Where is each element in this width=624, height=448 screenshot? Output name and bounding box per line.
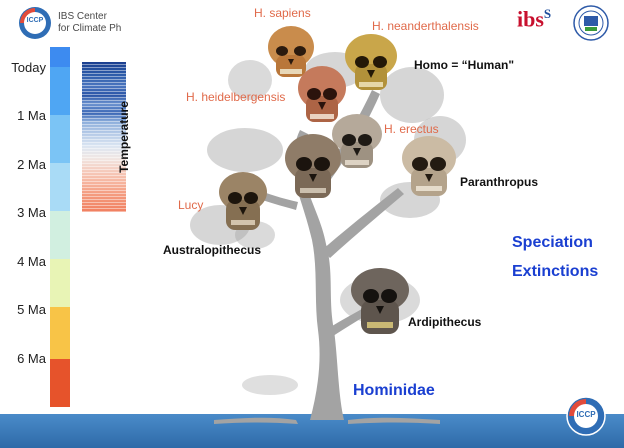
time-label-2ma: 2 Ma <box>17 157 46 172</box>
time-label-1ma: 1 Ma <box>17 108 46 123</box>
timeline-band-7 <box>50 359 70 407</box>
ardipithecus-skull-icon <box>351 268 409 334</box>
label-australopithecus: Australopithecus <box>163 243 262 257</box>
label-paranthropus: Paranthropus <box>460 175 539 189</box>
h-neanderthalensis-skull-icon <box>345 34 397 90</box>
h-sapiens-skull-icon <box>268 26 314 77</box>
time-label-6ma: 6 Ma <box>17 351 46 366</box>
label-h-erectus: H. erectus <box>384 122 439 136</box>
iccp-logo: ICCP <box>18 6 52 40</box>
label-lucy: Lucy <box>178 198 204 212</box>
iccp-logo-text: ICCP <box>26 17 44 24</box>
timeline-band-6 <box>50 307 70 359</box>
center-name-line2: for Climate Ph <box>58 23 122 34</box>
temperature-stripes <box>82 62 126 212</box>
legend-extinctions: Extinctions <box>512 263 599 280</box>
timeline-band-5 <box>50 259 70 307</box>
center-name-line1: IBS Center <box>58 11 107 22</box>
center-name: IBS Center for Climate Ph <box>58 11 121 35</box>
lucy-skull-icon <box>219 172 267 230</box>
ibs-logo: ibsS <box>517 6 551 32</box>
timeline-band-today <box>50 47 70 67</box>
paranthropus-skull-icon <box>402 136 456 196</box>
iccp-logo-icon <box>19 7 51 39</box>
ibs-logo-text: ibs <box>517 6 544 32</box>
time-label-4ma: 4 Ma <box>17 254 46 269</box>
ibs-logo-super: S <box>543 6 552 21</box>
legend-speciation: Speciation <box>512 234 593 251</box>
iccp-logo-bottom-text: ICCP <box>576 410 596 419</box>
timeline-band-1 <box>50 67 70 115</box>
label-h-sapiens: H. sapiens <box>254 6 311 20</box>
label-h-neanderthalensis: H. neanderthalensis <box>372 19 479 33</box>
timeline-band-3 <box>50 163 70 211</box>
time-label-today: Today <box>11 60 46 75</box>
label-h-heidelbergensis: H. heidelbergensis <box>186 90 286 104</box>
homo-early-skull-icon <box>285 134 341 198</box>
h-heidelbergensis-skull-icon <box>298 66 346 122</box>
label-homo-human: Homo = “Human" <box>414 58 515 72</box>
label-hominidae: Hominidae <box>353 382 435 399</box>
timeline-band-4 <box>50 211 70 259</box>
iccp-logo-bottom-icon <box>566 396 606 436</box>
time-label-5ma: 5 Ma <box>17 302 46 317</box>
time-label-3ma: 3 Ma <box>17 205 46 220</box>
temperature-stripes-overlay <box>82 62 126 212</box>
university-seal-icon <box>573 5 609 41</box>
label-ardipithecus: Ardipithecus <box>408 315 482 329</box>
h-erectus-skull-icon <box>332 114 382 168</box>
timeline-bar <box>50 47 70 407</box>
timeline-band-2 <box>50 115 70 163</box>
iccp-logo-bottom: ICCP <box>566 396 606 436</box>
